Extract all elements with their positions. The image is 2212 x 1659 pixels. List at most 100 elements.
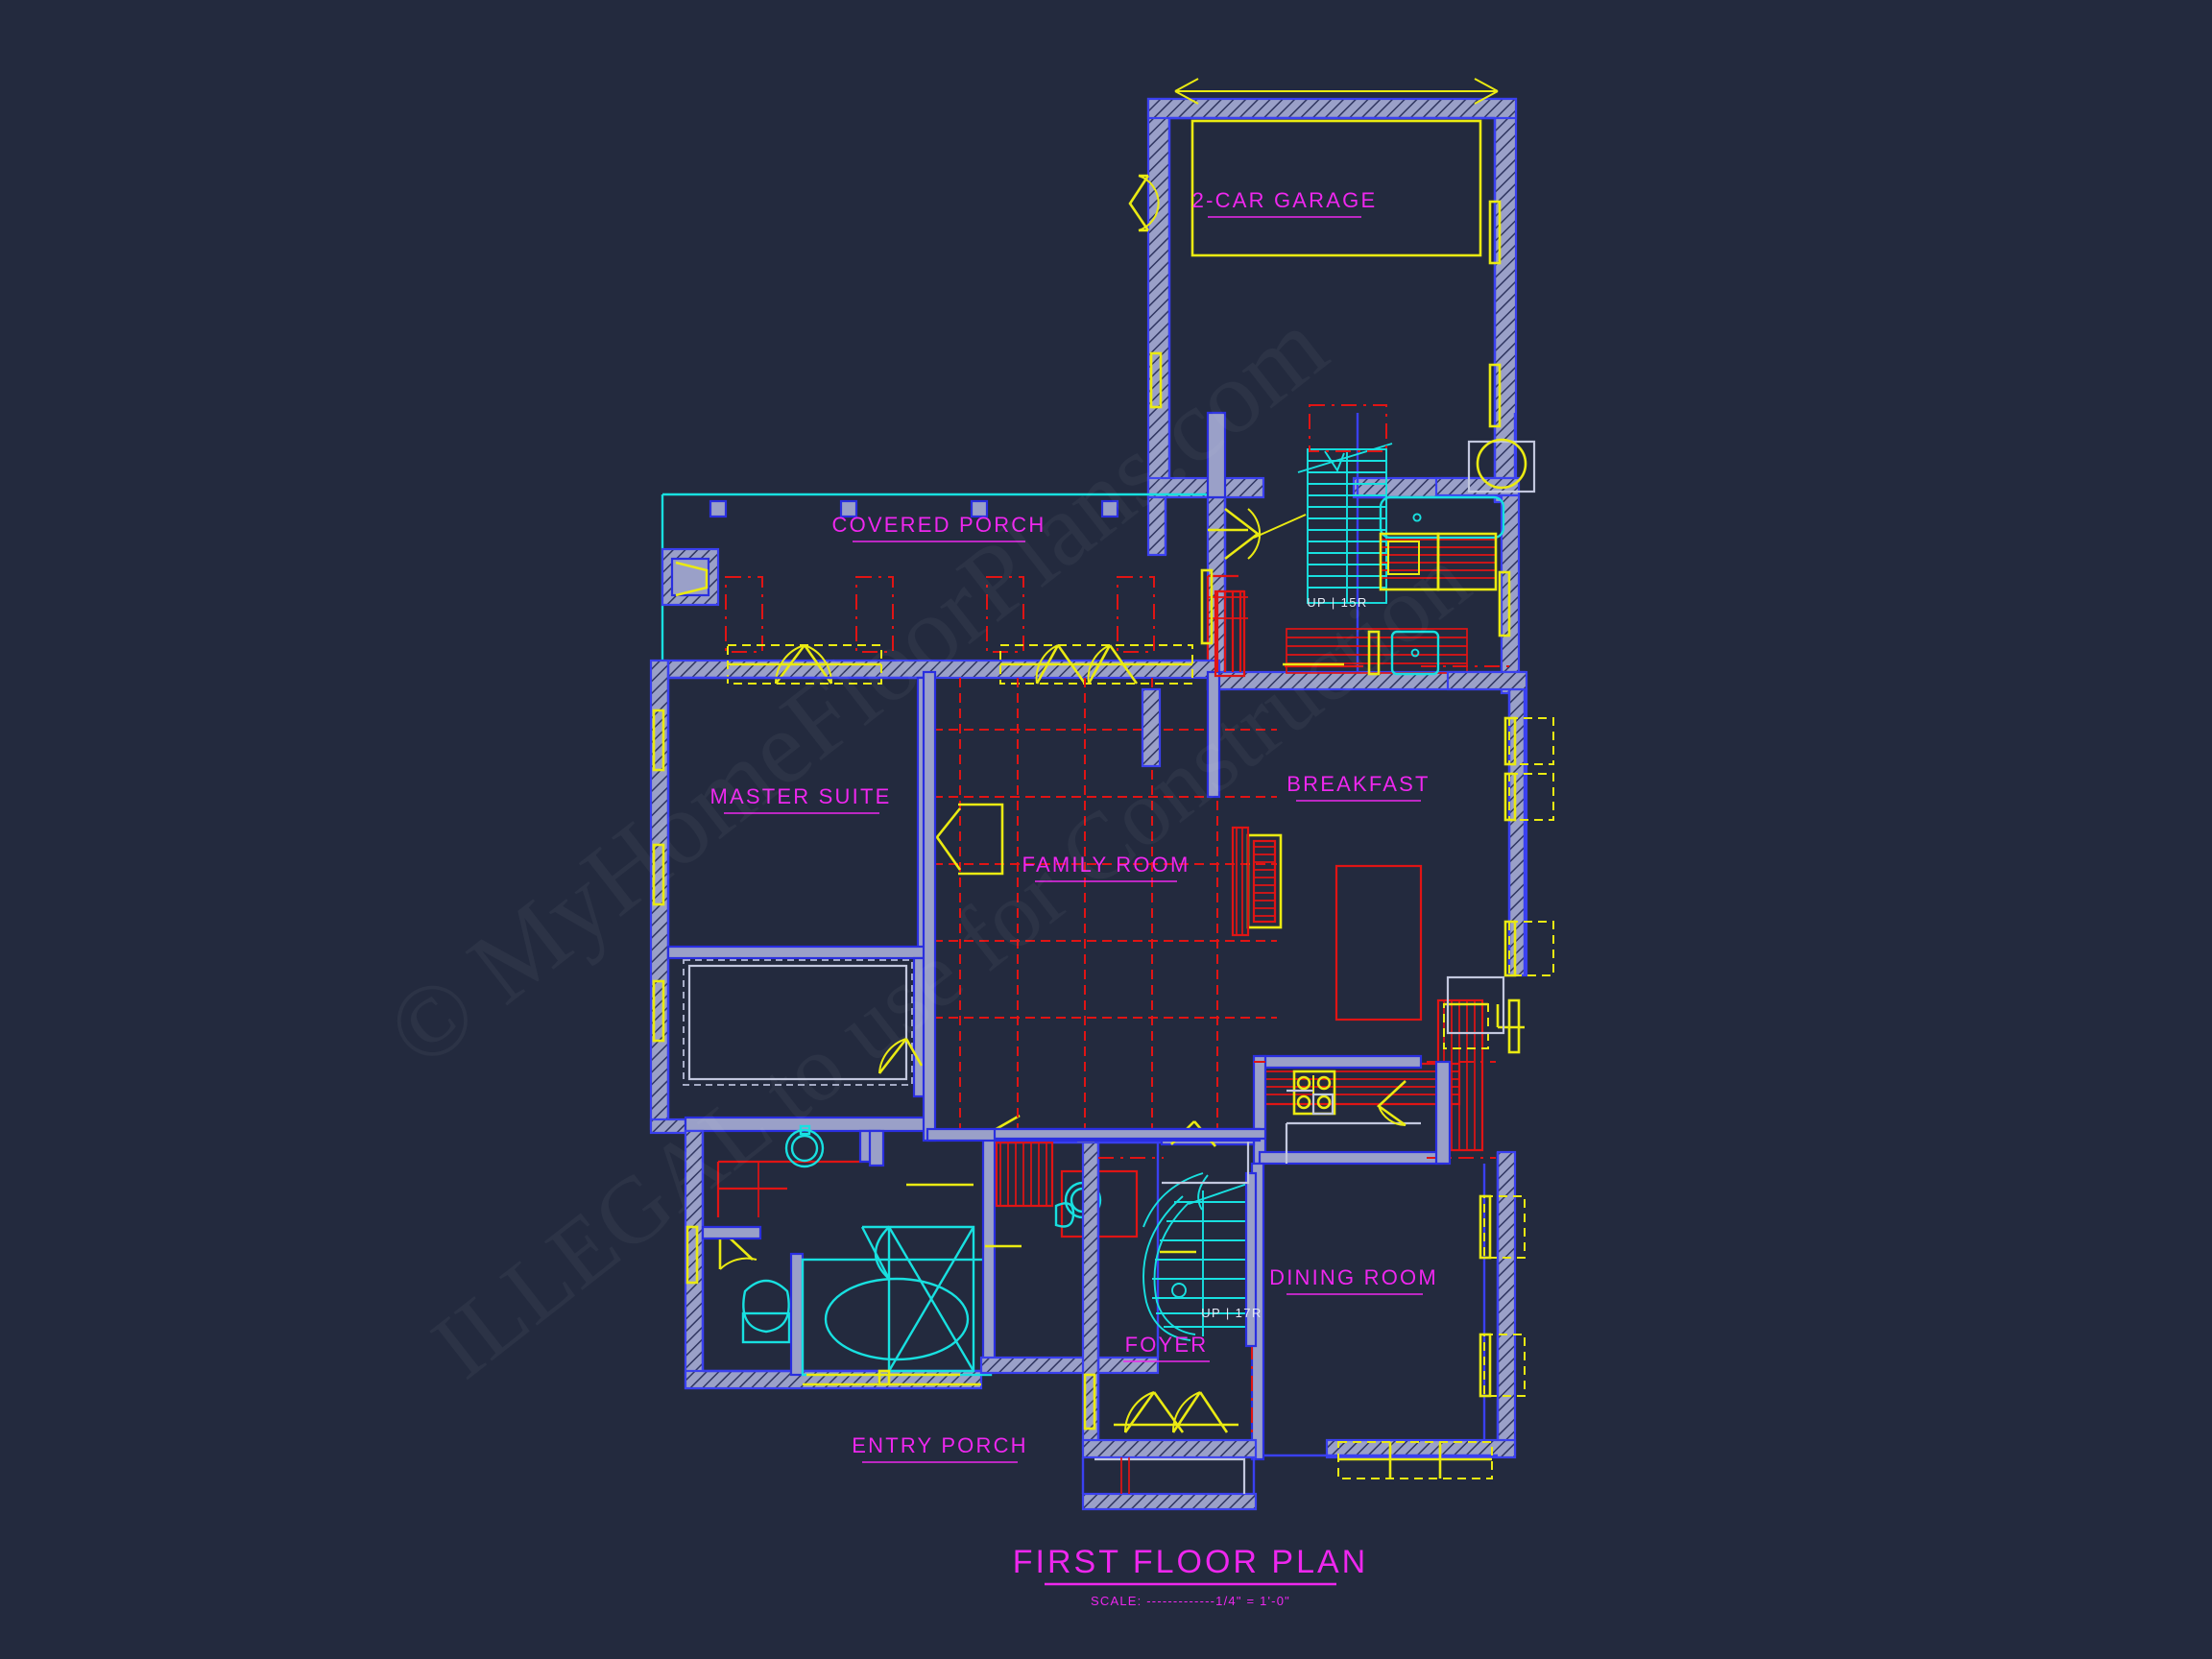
front-stair-break [1188,1174,1257,1211]
shower-x-mark [887,1226,975,1372]
pantry-alcove [1436,998,1525,1152]
dryer [1436,532,1498,591]
porch-post-4 [1100,499,1119,518]
master-lav-1 [784,1124,825,1168]
washer-door [1387,541,1420,575]
entry-porch-joists [1120,1457,1130,1494]
porch-column-west-detail [675,561,709,597]
garage-door-panel [1190,119,1482,257]
cooktop-burner-3 [1296,1094,1311,1110]
garage-window-east-1 [1488,200,1502,265]
french-door-2-leaves [1035,644,1139,685]
garage-wall-south-west [1146,476,1265,499]
room-label-master-suite: MASTER SUITE [710,784,892,808]
family-opening-leaf [935,807,962,871]
mudroom-misc-line [1253,514,1307,539]
front-entry-door [1114,1391,1238,1433]
master-lav-bowl [784,1128,825,1168]
island-counter [1334,864,1423,1022]
porch-post-2 [839,499,858,518]
rear-stair-break-line [1297,443,1393,473]
garage-service-door-swing [1138,175,1160,231]
mudroom-closet-red [1206,574,1238,662]
closet-door-swing [878,1038,907,1074]
garage-wall-west [1146,97,1171,499]
garage-entry-wall [1146,495,1167,557]
garage-wall-north [1146,97,1518,120]
dining-window-2 [1479,1333,1492,1398]
powder-shelving [995,1141,1054,1208]
entry-porch-slab [1094,1457,1246,1494]
powder-toilet [1054,1202,1075,1228]
garage-dim-arrow-right [1474,78,1499,105]
pantry-misc [1496,1004,1525,1029]
room-label-breakfast: BREAKFAST [1286,772,1430,796]
laundry-sink [1379,495,1505,540]
family-built-ins [1231,826,1250,937]
family-cased-opening [958,803,1004,876]
stair-note-rear: UP | 15R [1307,595,1367,610]
powder-closet-hatch [999,1142,1047,1206]
entry-porch: ENTRY PORCH [852,1433,1258,1511]
misc-walls [922,411,1515,1142]
shower-door-arc [874,1226,890,1280]
hall-south-wall-2 [993,1127,1267,1141]
title-block: FIRST FLOOR PLAN SCALE: -------------1/4… [1013,1544,1365,1608]
foyer-sidelight [1083,1373,1096,1431]
kitchen-counter-south [1258,1062,1461,1106]
porch-beam-dash-2 [855,576,894,653]
covered-porch: COVERED PORCH [661,493,1221,685]
master-lav-faucet [799,1124,811,1136]
breakfast-window-2 [1503,772,1517,822]
hall-wall-west [922,670,937,1142]
front-stair-rail-outer [1142,1195,1191,1341]
main-house-walls [649,659,931,1135]
room-label-garage: 2-CAR GARAGE [1192,188,1378,212]
rear-hall-wall [1206,411,1227,499]
powder-wall-west [981,1129,997,1375]
water-heater [1467,438,1536,493]
powder-wall-south [979,1356,1160,1375]
master-bath [684,1124,993,1390]
room-label-entry-porch: ENTRY PORCH [852,1433,1028,1457]
room-label-covered-porch: COVERED PORCH [832,513,1046,537]
bath-door-swing [719,1257,757,1270]
water-heater-tank [1476,438,1527,490]
porch-post-3 [970,499,989,518]
porch-french-door-set-2 [999,644,1193,685]
window-master-w-1 [652,709,665,772]
toilet-tank [741,1311,791,1344]
closet-door-leaf [878,1038,924,1074]
foyer-wall-south [1081,1438,1258,1459]
garage-window-east-2 [1488,363,1502,428]
laundry-sink-drain [1412,513,1422,522]
master-closet [666,945,929,1098]
kitchen-sink-cab [1311,1093,1334,1116]
powder-room [979,1114,1196,1375]
entry-porch-step [1081,1492,1258,1511]
breakfast-wall-north [1446,670,1528,691]
mudroom-laundry: UP | 15R [1206,404,1536,695]
closet-interior [687,964,908,1081]
stair-wall [1244,1171,1258,1348]
rear-stair-arrow [1324,450,1345,473]
mudroom-door-leaf [1224,507,1261,561]
porch-beam-dash-4 [1117,576,1155,653]
powder-toilet-bowl [1054,1202,1075,1228]
mudroom-sink [1390,630,1440,676]
room-label-family-room: FAMILY ROOM [1022,853,1190,877]
room-label-dining: DINING ROOM [1269,1265,1438,1289]
kitchen-cab-outline [1285,1089,1421,1164]
breakfast-window-1-frame [1508,717,1554,765]
porch-beam-dash-1 [725,576,763,653]
washer-dryer-pair [1379,532,1498,591]
stair-note-front: UP | 17R [1201,1306,1262,1320]
breakfast-builtin [1446,975,1521,1054]
window-master-w-3 [652,979,665,1043]
kitchen-wall-east [1434,1060,1452,1166]
plan-scale-value: 1/4" = 1'-0" [1215,1594,1290,1608]
wall-sw-jog [649,1118,687,1135]
dining-window-1 [1479,1194,1492,1260]
kitchen-island [1334,864,1423,1022]
porch-post-1 [709,499,728,518]
